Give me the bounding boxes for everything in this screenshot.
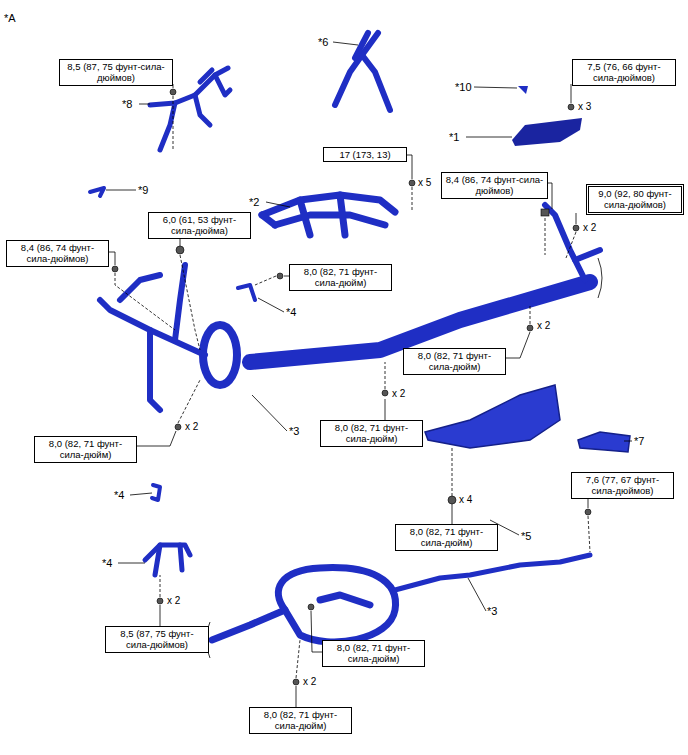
torque-value: 8,0 (82, 71 фунт-сила-дюйм)	[399, 526, 494, 549]
quantity-label: x 2	[583, 222, 596, 233]
torque-value: 8,5 (87, 75 фунт-сила-дюймов)	[63, 61, 169, 84]
torque-box: 6,0 (61, 53 фунт-сила-дюйма)	[148, 212, 251, 239]
dashed-install-lines	[115, 96, 590, 678]
torque-box: 8,5 (87, 75 фунт-сила-дюймов)	[105, 626, 209, 653]
callout-number: *10	[455, 81, 472, 93]
torque-value: 8,4 (86, 74 фунт-сила-дюймов)	[445, 174, 544, 197]
torque-value: 8,5 (87, 75 фунт-сила-дюймов)	[109, 628, 205, 651]
leader-lines	[106, 42, 632, 707]
torque-value: 8,0 (82, 71 фунт-сила-дюйм)	[253, 709, 348, 732]
callout-number: *8	[122, 98, 132, 110]
torque-value: 7,6 (77, 67 фунт-сила-дюймов)	[575, 474, 670, 497]
quantity-label: x 2	[392, 388, 405, 399]
break-marks	[206, 258, 602, 658]
callout-number: *4	[286, 306, 296, 318]
torque-box: 8,0 (82, 71 фунт-сила-дюйм)	[395, 524, 498, 551]
callout-number: *9	[138, 184, 148, 196]
torque-box: 7,6 (77, 67 фунт-сила-дюймов)	[571, 472, 674, 499]
torque-value: 8,0 (82, 71 фунт-сила-дюйм)	[407, 350, 502, 373]
callout-number: *7	[634, 435, 644, 447]
callout-number: *3	[289, 425, 299, 437]
quantity-label: x 2	[167, 595, 180, 606]
torque-box: 9,0 (92, 80 фунт-сила-дюймов)	[586, 184, 684, 215]
harness-parts	[90, 33, 600, 642]
callout-number: *2	[249, 196, 259, 208]
torque-box: 8,0 (82, 71 фунт-сила-дюйм)	[249, 707, 352, 734]
torque-box: 8,0 (82, 71 фунт-сила-дюйм)	[322, 640, 425, 667]
torque-value: 8,0 (82, 71 фунт-сила-дюйм)	[326, 642, 421, 665]
torque-value: 8,0 (82, 71 фунт-сила-дюйм)	[38, 438, 133, 461]
quantity-label: x 5	[418, 177, 431, 188]
torque-box: 8,5 (87, 75 фунт-сила-дюймов)	[59, 59, 173, 86]
torque-box: 8,0 (82, 71 фунт-сила-дюйм)	[289, 264, 392, 291]
callout-number: *A	[4, 12, 16, 24]
torque-value: 8,0 (82, 71 фунт-сила-дюйм)	[293, 266, 388, 289]
torque-box: 8,0 (82, 71 фунт-сила-дюйм)	[320, 420, 423, 447]
callout-number: *1	[449, 131, 459, 143]
callout-number: *4	[102, 557, 112, 569]
bolts	[112, 89, 591, 685]
quantity-label: x 4	[459, 494, 472, 505]
torque-box: 8,4 (86, 74 фунт-сила-дюймов)	[441, 172, 548, 199]
torque-value: 17 (173, 13)	[327, 149, 403, 160]
quantity-label: x 2	[185, 421, 198, 432]
torque-value: 8,4 (86, 74 фунт-сила-дюймов)	[10, 242, 105, 265]
callout-number: *3	[487, 605, 497, 617]
torque-box: 8,4 (86, 74 фунт-сила-дюймов)	[6, 240, 109, 267]
torque-box: 8,0 (82, 71 фунт-сила-дюйм)	[34, 436, 137, 463]
torque-value: 8,0 (82, 71 фунт-сила-дюйм)	[324, 422, 419, 445]
torque-box: 8,0 (82, 71 фунт-сила-дюйм)	[403, 348, 506, 375]
torque-value: 9,0 (92, 80 фунт-сила-дюймов)	[592, 188, 678, 211]
solid-parts	[425, 86, 630, 452]
quantity-label: x 3	[578, 101, 591, 112]
callout-number: *6	[318, 36, 328, 48]
callout-number: *5	[521, 530, 531, 542]
torque-box: 17 (173, 13)	[323, 147, 407, 162]
callout-number: *4	[114, 489, 124, 501]
torque-value: 7,5 (76, 66 фунт-сила-дюймов)	[576, 61, 672, 84]
torque-value: 6,0 (61, 53 фунт-сила-дюйма)	[152, 214, 247, 237]
torque-box: 7,5 (76, 66 фунт-сила-дюймов)	[572, 59, 676, 86]
quantity-label: x 2	[537, 320, 550, 331]
quantity-label: x 2	[303, 676, 316, 687]
